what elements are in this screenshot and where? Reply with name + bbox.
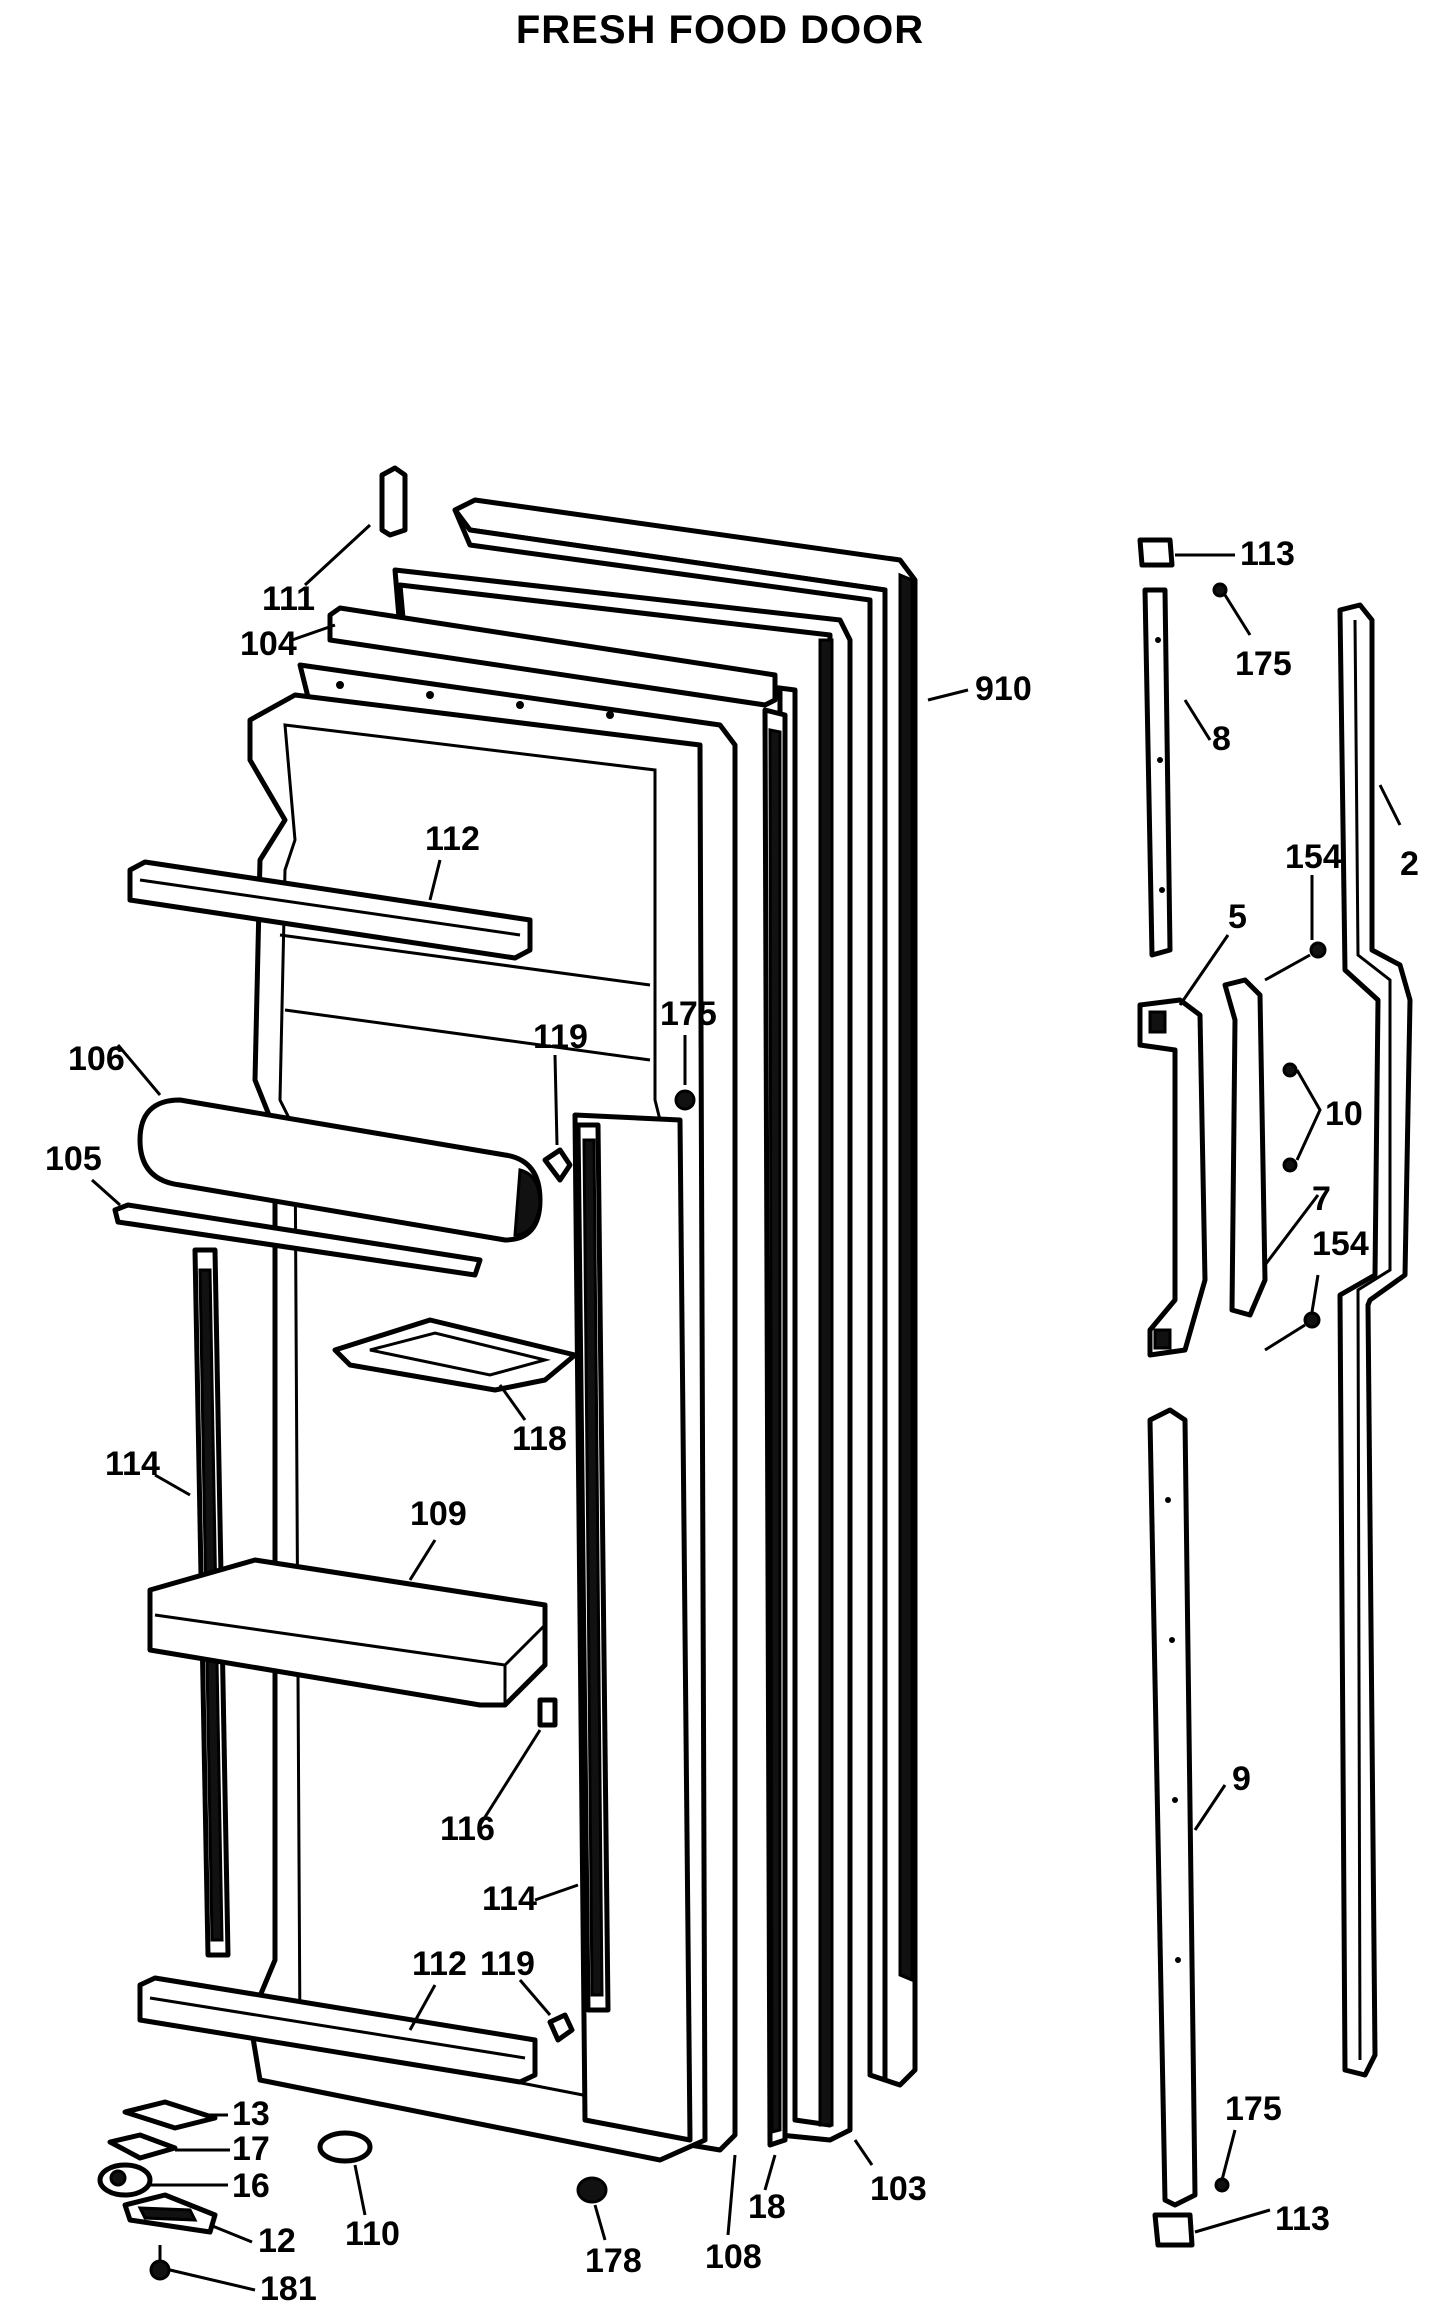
hinge-12 (122, 2192, 218, 2235)
label-154-bottom: 154 (1312, 1225, 1369, 1263)
label-12: 12 (258, 2222, 296, 2260)
dish-118 (332, 1317, 578, 1393)
label-910: 910 (975, 670, 1032, 708)
shelf-stop-116 (537, 1697, 558, 1728)
handle-trim-8 (1142, 587, 1173, 958)
hinge-bushing-16 (97, 2162, 153, 2198)
label-13: 13 (232, 2095, 270, 2133)
cap-178 (576, 2176, 608, 2204)
label-16: 16 (232, 2167, 270, 2205)
label-154-top: 154 (1285, 838, 1342, 876)
handle-cap-113-top (1137, 537, 1175, 568)
strip-18 (762, 707, 788, 2148)
cover-strip-104 (327, 605, 778, 708)
door-gasket-trim-2 (1337, 602, 1413, 2078)
shelf-bin-109 (147, 1557, 548, 1708)
label-111: 111 (262, 580, 315, 618)
label-109: 109 (410, 1495, 467, 1533)
plug-110 (317, 2130, 373, 2164)
label-114-right: 114 (482, 1880, 537, 1918)
label-175-top: 175 (1235, 645, 1292, 683)
leader-lines (91, 523, 1402, 2292)
shelf-support-right-114 (575, 1122, 611, 2013)
label-2: 2 (1400, 845, 1419, 883)
label-9: 9 (1232, 1760, 1251, 1798)
callout-labels: 111 104 910 112 175 119 106 105 118 114 … (45, 535, 1419, 2304)
label-112-top: 112 (425, 820, 480, 858)
label-119-bottom: 119 (480, 1945, 535, 1983)
handle-insert-7 (1222, 977, 1268, 1318)
label-175-mid: 175 (660, 995, 717, 1033)
label-119-top: 119 (533, 1018, 588, 1056)
screw-154-bottom (1264, 1311, 1321, 1352)
butter-compartment-106 (137, 1097, 543, 1243)
label-116: 116 (440, 1810, 495, 1848)
label-8: 8 (1212, 720, 1231, 758)
handle-5 (1137, 997, 1208, 1358)
label-17: 17 (232, 2130, 270, 2168)
label-175-bottom: 175 (1225, 2090, 1282, 2128)
label-5: 5 (1228, 898, 1247, 936)
label-105: 105 (45, 1140, 102, 1178)
screw-175-top (1212, 582, 1228, 598)
label-10: 10 (1325, 1095, 1363, 1133)
screw-154-top (1264, 941, 1327, 982)
diagram-title: FRESH FOOD DOOR (515, 8, 925, 52)
label-104: 104 (240, 625, 297, 663)
handle-cap-113-bottom (1152, 2212, 1195, 2248)
label-110: 110 (345, 2215, 400, 2253)
label-113-bottom: 113 (1275, 2200, 1330, 2238)
label-118: 118 (512, 1420, 567, 1458)
label-113-top: 113 (1240, 535, 1295, 573)
butter-door-105 (112, 1202, 483, 1278)
hinge-washer-17 (107, 2132, 178, 2161)
handle-trim-9 (1147, 1407, 1198, 2208)
label-112-bottom: 112 (412, 1945, 467, 1983)
shelf-rail-112-top (127, 859, 533, 961)
label-106: 106 (68, 1040, 125, 1078)
outer-door-panel (452, 497, 918, 2088)
shelf-stop-119-bottom (547, 2012, 575, 2043)
label-7: 7 (1312, 1180, 1331, 1218)
label-114-left: 114 (105, 1445, 160, 1483)
shelf-rail-112-bottom (137, 1975, 538, 2085)
label-181: 181 (260, 2270, 317, 2304)
screw-181 (149, 2245, 171, 2281)
label-103: 103 (870, 2170, 927, 2208)
cap-111 (379, 465, 408, 538)
hinge-shim-13 (122, 2099, 218, 2131)
screws-10 (1282, 1062, 1298, 1173)
screw-175-bottom (1214, 2177, 1230, 2193)
label-18: 18 (748, 2188, 786, 2226)
shelf-stop-119-top (542, 1147, 573, 1183)
screw-175-mid (674, 1089, 696, 1111)
label-178: 178 (585, 2242, 642, 2280)
label-108: 108 (705, 2238, 762, 2276)
